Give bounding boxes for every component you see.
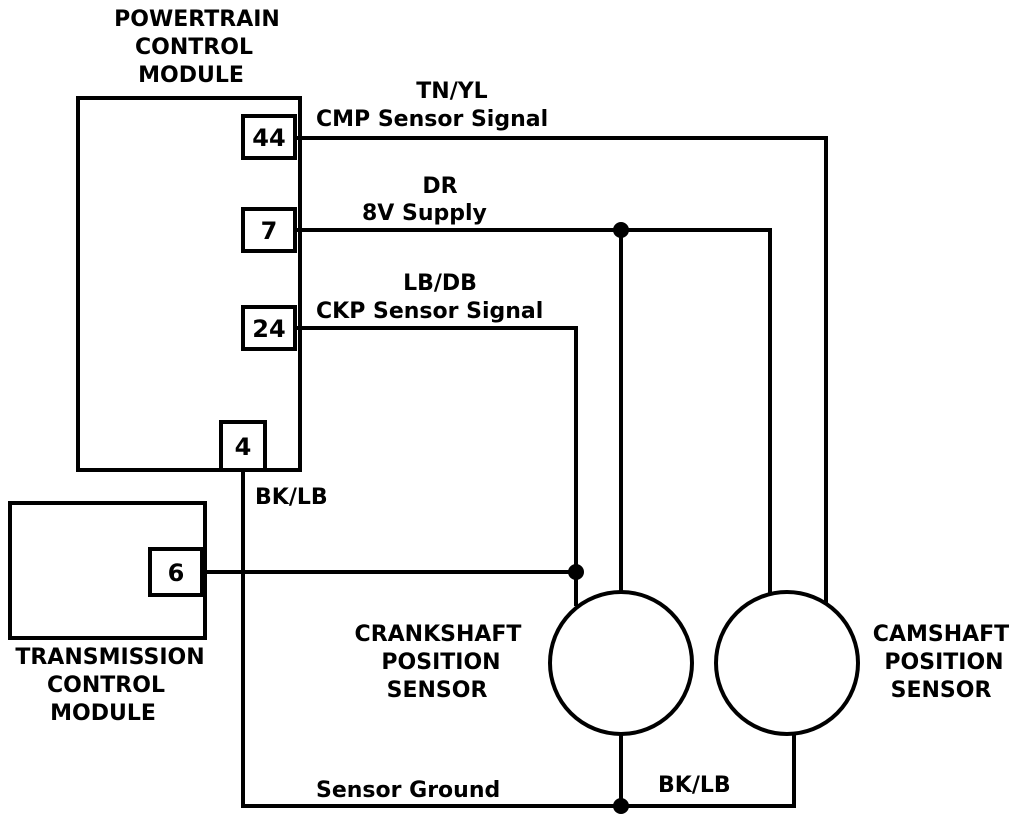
pcm-pin-7-label: 7 xyxy=(261,217,278,245)
camshaft-position-sensor xyxy=(714,590,860,736)
pcm-title-line-3: MODULE xyxy=(138,63,244,88)
crankshaft-sensor-name-line-3: SENSOR xyxy=(387,678,488,703)
crankshaft-position-sensor xyxy=(548,590,694,736)
tcm-title-line-1: TRANSMISSION xyxy=(15,645,204,670)
pcm-title-line-2: CONTROL xyxy=(135,35,253,60)
tcm-title-line-2: CONTROL xyxy=(47,673,165,698)
camshaft-ground-wire xyxy=(619,728,796,808)
ground-wire-color: BK/LB xyxy=(255,485,328,510)
camshaft-sensor-name-line-2: POSITION xyxy=(884,650,1003,675)
pcm-pin-4-label: 4 xyxy=(235,433,252,461)
ground-splice xyxy=(613,798,629,814)
tcm-title-line-3: MODULE xyxy=(50,701,156,726)
cmp-signal-wire xyxy=(297,136,828,604)
ckp-wire-color: LB/DB xyxy=(403,271,477,296)
ckp-splice xyxy=(568,564,584,580)
cmp-circuit-label: CMP Sensor Signal xyxy=(316,107,548,132)
ckp-circuit-label: CKP Sensor Signal xyxy=(316,299,543,324)
supply-circuit-label: 8V Supply xyxy=(362,201,487,226)
crankshaft-sensor-name-line-1: CRANKSHAFT xyxy=(355,622,522,647)
supply-wire-to-camshaft xyxy=(297,228,772,594)
supply-wire-color: DR xyxy=(422,174,457,199)
pcm-pin-4 xyxy=(219,420,267,472)
ckp-signal-wire xyxy=(297,326,578,606)
camshaft-sensor-name-line-1: CAMSHAFT xyxy=(873,622,1009,647)
camshaft-sensor-name-line-3: SENSOR xyxy=(891,678,992,703)
pcm-pin-7 xyxy=(241,207,297,253)
crankshaft-sensor-name-line-2: POSITION xyxy=(381,650,500,675)
ground-circuit-label: Sensor Ground xyxy=(316,778,500,803)
pcm-pin-24 xyxy=(241,305,297,351)
pcm-pin-44-label: 44 xyxy=(252,124,285,152)
ground-return-wire-color: BK/LB xyxy=(658,773,731,798)
pcm-pin-24-label: 24 xyxy=(252,315,285,343)
pcm-title-line-1: POWERTRAIN xyxy=(114,7,280,32)
cmp-wire-color: TN/YL xyxy=(416,79,487,104)
pcm-pin-44 xyxy=(241,114,297,160)
sensor-ground-wire xyxy=(241,468,623,808)
tcm-pin-6 xyxy=(148,547,204,597)
supply-splice xyxy=(613,222,629,238)
tcm-pin-6-label: 6 xyxy=(168,559,185,587)
